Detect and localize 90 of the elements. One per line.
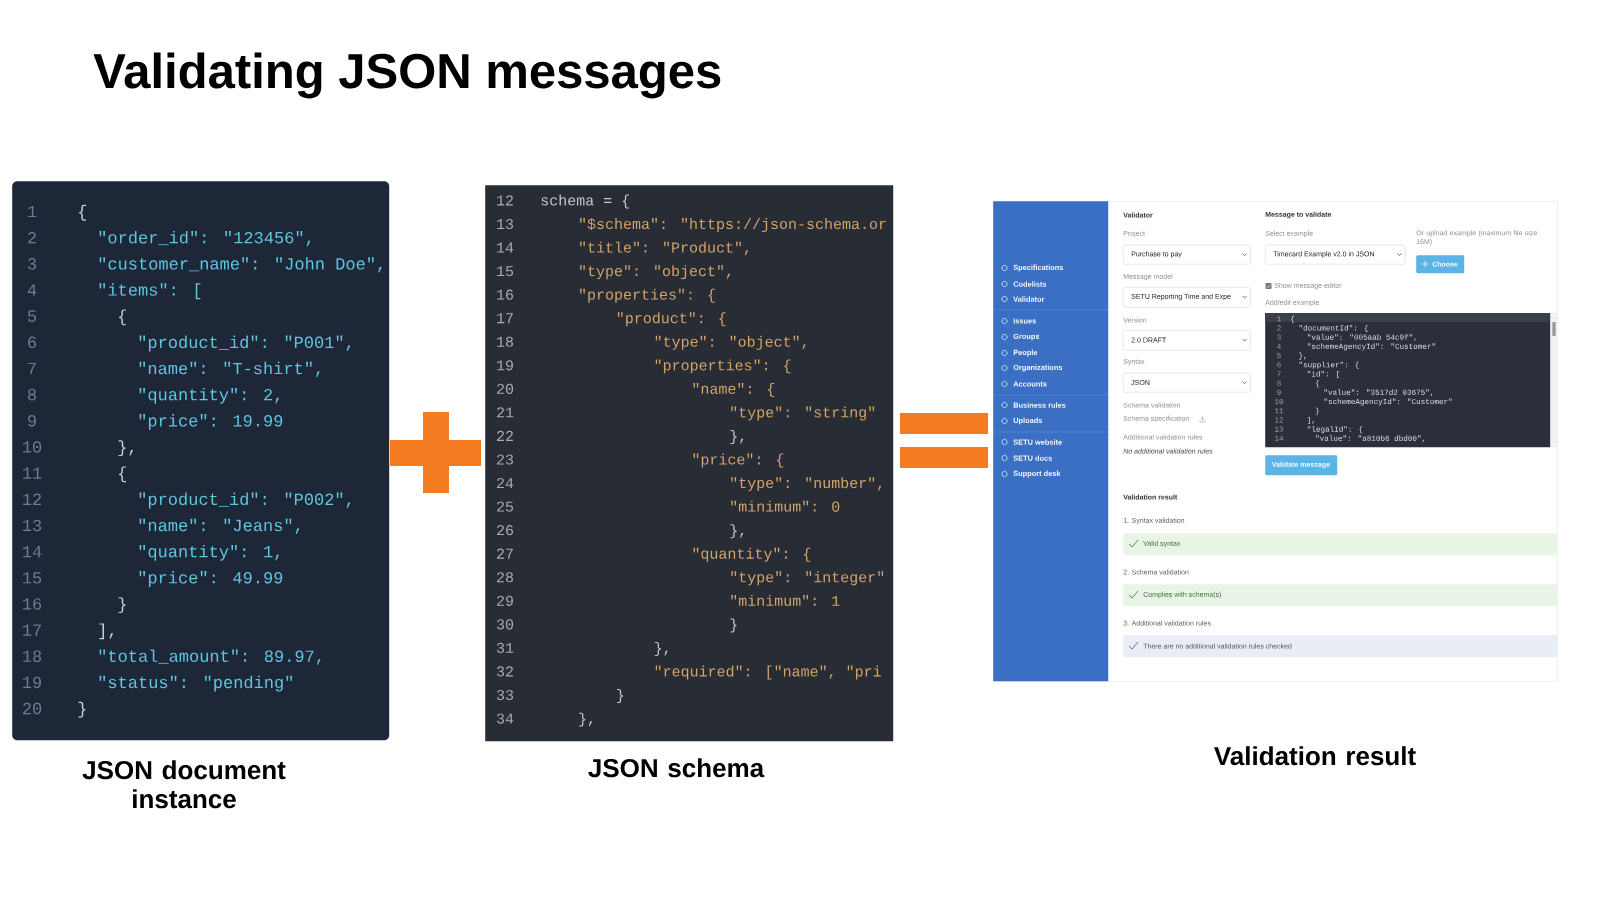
line-number: 32 bbox=[496, 666, 513, 677]
code-line: "name": "T-shirt", bbox=[139, 361, 320, 378]
line-number: 13 bbox=[497, 218, 514, 230]
line-number: 25 bbox=[497, 501, 514, 512]
code-line: "customer_name": "John Doe", bbox=[99, 257, 382, 273]
line-number: 24 bbox=[497, 477, 514, 488]
code-line: "product": { bbox=[617, 312, 726, 327]
code-line: "quantity": { bbox=[693, 547, 811, 562]
code-line: "type": "integer" bbox=[731, 571, 884, 586]
code-line: "price": 49.99 bbox=[139, 571, 283, 587]
code-line: "name": "Jeans", bbox=[139, 518, 300, 535]
node-label: Validation result bbox=[1214, 746, 1416, 766]
code-line: { bbox=[119, 309, 126, 326]
line-number: 10 bbox=[23, 441, 42, 453]
code-line: "type": "string" bbox=[731, 406, 875, 421]
line-number: 7 bbox=[28, 362, 36, 375]
line-number: 17 bbox=[23, 624, 41, 636]
line-number: 23 bbox=[497, 454, 514, 465]
line-number: 18 bbox=[23, 650, 42, 662]
line-number: 12 bbox=[497, 195, 513, 206]
line-number: 14 bbox=[497, 242, 514, 253]
code-line: "minimum": 0 bbox=[731, 500, 840, 512]
code-line: "required": ["name", "pri bbox=[655, 665, 881, 680]
code-line: "$schema": "https://json-schema.or bbox=[580, 218, 886, 233]
code-line: }, bbox=[579, 712, 593, 727]
line-number: 13 bbox=[23, 519, 42, 532]
code-line: }, bbox=[118, 440, 134, 457]
line-number: 28 bbox=[497, 572, 513, 583]
line-number: 19 bbox=[23, 676, 41, 689]
line-number: 16 bbox=[23, 598, 42, 610]
code-line: ], bbox=[99, 623, 114, 640]
line-number: 26 bbox=[497, 525, 514, 536]
node-label: JSON document instance bbox=[82, 760, 286, 809]
line-number: 20 bbox=[23, 702, 42, 715]
line-number: 27 bbox=[497, 548, 513, 559]
line-number: 9 bbox=[28, 415, 36, 427]
code-line: "minimum": 1 bbox=[731, 594, 840, 606]
line-number: 2 bbox=[28, 231, 36, 244]
title: Validating JSON messages bbox=[93, 52, 721, 99]
code-line: }, bbox=[730, 524, 744, 539]
line-number: 18 bbox=[497, 336, 513, 347]
line-number: 14 bbox=[23, 546, 42, 558]
line-number: 33 bbox=[496, 689, 514, 701]
code-line: schema = { bbox=[541, 194, 629, 209]
line-number: 30 bbox=[496, 619, 514, 630]
code-line: { bbox=[119, 466, 126, 483]
code-line: "quantity": 1, bbox=[139, 544, 279, 561]
code-line: } bbox=[617, 689, 624, 704]
code-line: }, bbox=[730, 430, 744, 444]
code-line: } bbox=[78, 701, 86, 718]
line-number: 22 bbox=[497, 430, 513, 441]
line-number: 11 bbox=[23, 467, 42, 479]
line-number: 8 bbox=[28, 388, 36, 401]
line-number: 19 bbox=[497, 360, 513, 371]
code-line: "order_id": "123456", bbox=[99, 230, 311, 247]
code-line: } bbox=[730, 618, 737, 633]
code-line: "quantity": 2, bbox=[139, 387, 279, 404]
line-number: 5 bbox=[27, 310, 37, 322]
line-number: 4 bbox=[27, 284, 37, 296]
code-line: "title": "Product", bbox=[580, 241, 749, 256]
code-line: { bbox=[79, 204, 86, 221]
line-number: 15 bbox=[23, 572, 42, 584]
line-number: 34 bbox=[496, 713, 514, 724]
code-line: "type": "number", bbox=[731, 477, 882, 492]
line-number: 29 bbox=[497, 595, 513, 606]
code-line: "total_amount": 89.97, bbox=[99, 649, 321, 665]
node-label: JSON schema bbox=[588, 758, 765, 778]
code-line: }, bbox=[654, 642, 668, 656]
line-number: 16 bbox=[497, 289, 514, 300]
code-line: "type": "object", bbox=[655, 335, 806, 350]
line-number: 17 bbox=[497, 313, 513, 324]
code-line: "price": 19.99 bbox=[139, 414, 283, 430]
code-line: } bbox=[118, 597, 126, 614]
code-line: "properties": { bbox=[655, 359, 791, 374]
code-line: "status": "pending" bbox=[99, 675, 293, 692]
line-number: 31 bbox=[496, 642, 514, 653]
code-line: "product_id": "P002", bbox=[139, 492, 351, 509]
line-number: 15 bbox=[497, 266, 514, 277]
code-line: "name": { bbox=[693, 382, 775, 397]
code-line: "items": [ bbox=[99, 283, 201, 300]
code-line: "price": { bbox=[693, 453, 784, 468]
line-number: 3 bbox=[27, 258, 37, 270]
code-line: "properties": { bbox=[580, 288, 715, 303]
line-number: 21 bbox=[497, 407, 514, 418]
line-number: 12 bbox=[23, 493, 41, 505]
line-number: 1 bbox=[28, 205, 37, 218]
line-number: 6 bbox=[28, 336, 36, 349]
code-line: "type": "object", bbox=[580, 265, 731, 280]
code-line: "product_id": "P001", bbox=[139, 335, 351, 352]
line-number: 20 bbox=[497, 383, 514, 394]
